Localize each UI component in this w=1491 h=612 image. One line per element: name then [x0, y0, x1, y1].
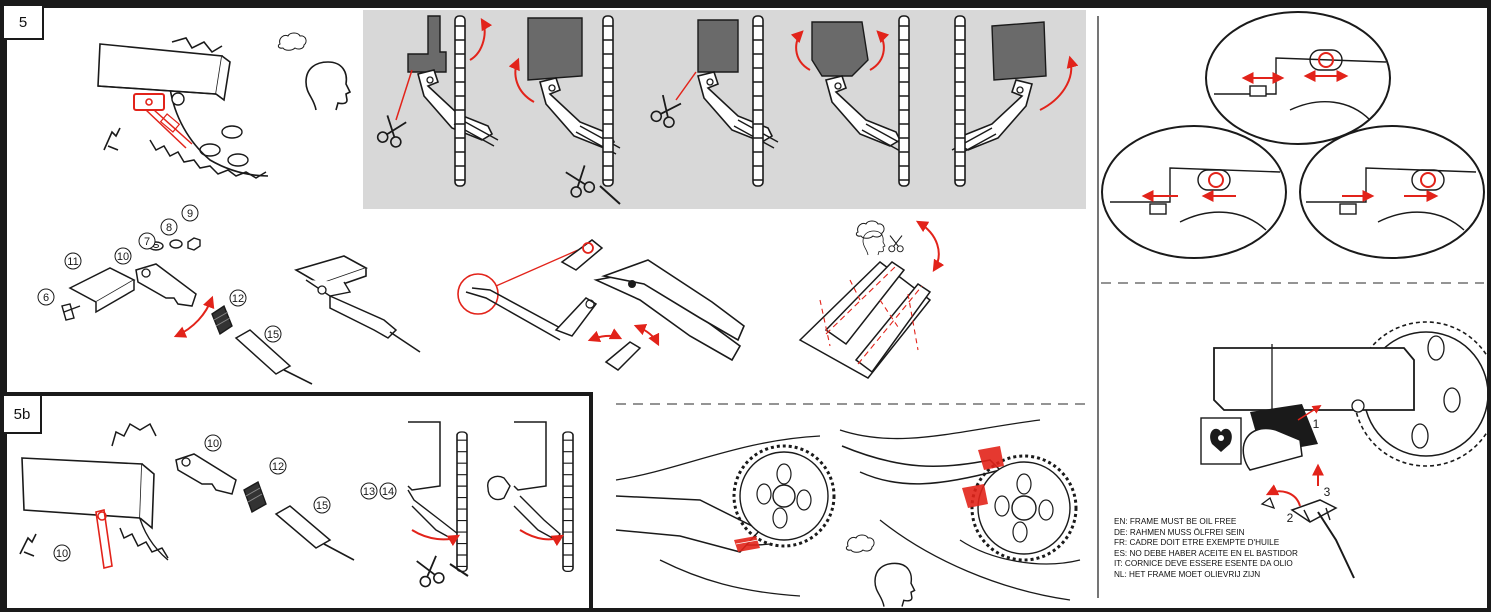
part-number-12-5b: 12: [272, 461, 284, 473]
note-it: IT: CORNICE DEVE ESSERE ESENTE DA OLIO: [1114, 559, 1293, 569]
part-number-10-5b-frame: 10: [56, 548, 68, 560]
part-number-8: 8: [166, 222, 172, 234]
thought-cloud-icon-bottom: [845, 534, 875, 553]
position-view-rear: [1101, 125, 1287, 259]
position-view-center: [1205, 11, 1391, 145]
note-fr: FR: CADRE DOIT ETRE EXEMPTE D'HUILE: [1114, 538, 1280, 548]
part-number-9: 9: [187, 208, 193, 220]
sequence-number-2: 2: [1287, 511, 1294, 525]
step-5b-tab: 5b: [4, 396, 42, 434]
sequence-number-3: 3: [1324, 485, 1331, 499]
part-number-10: 10: [117, 251, 129, 263]
parts-exploded-view: [61, 237, 313, 385]
thought-cloud-icon: [277, 32, 307, 51]
adjustment-stage-1: [375, 15, 499, 187]
note-es: ES: NO DEBE HABER ACEITE EN EL BASTIDOR: [1114, 548, 1298, 558]
part-number-10-5b: 10: [207, 438, 219, 450]
part-number-15: 15: [267, 329, 279, 341]
tensioner-5b-stages: [407, 421, 574, 589]
part-number-11: 11: [67, 256, 78, 268]
part-number-12: 12: [232, 293, 244, 305]
adjustment-stage-5: [951, 15, 1079, 187]
adjustment-stage-3: [648, 15, 779, 187]
note-en: EN: FRAME MUST BE OIL FREE: [1114, 517, 1237, 526]
sequence-number-1: 1: [1313, 417, 1320, 431]
step-5-tab: 5: [2, 4, 44, 40]
part-number-13: 13: [363, 486, 375, 498]
part-number-15-5b: 15: [316, 500, 328, 512]
adjustment-stage-4: [790, 15, 910, 187]
thinking-person-icon: [305, 61, 351, 111]
frame-oil-free-note: EN: FRAME MUST BE OIL FREE DE: RAHMEN MU…: [1114, 517, 1344, 581]
part-number-7: 7: [144, 236, 150, 248]
crimping-figure: [457, 239, 745, 371]
part-number-14: 14: [382, 486, 394, 498]
position-view-front: [1299, 125, 1485, 259]
note-nl: NL: HET FRAME MOET OLIEVRIJ ZIJN: [1114, 569, 1261, 579]
step-5b-label: 5b: [13, 405, 31, 423]
tensioner-template-figure: [798, 220, 945, 379]
frame-chainring-figure: [97, 37, 269, 179]
assembled-tensioner: [293, 255, 421, 353]
note-de: DE: RAHMEN MUSS ÖLFREI SEIN: [1114, 527, 1245, 537]
swingarm-view-right: [839, 419, 1081, 601]
adjustment-stage-2: [508, 15, 621, 205]
frame-5b-figure: [19, 422, 355, 569]
step-5-label: 5: [18, 13, 28, 31]
clean-frame-figure: [1200, 321, 1491, 579]
part-number-6: 6: [43, 292, 49, 304]
swingarm-view-left: [615, 435, 836, 597]
thinking-person-icon-bottom: [874, 562, 916, 608]
